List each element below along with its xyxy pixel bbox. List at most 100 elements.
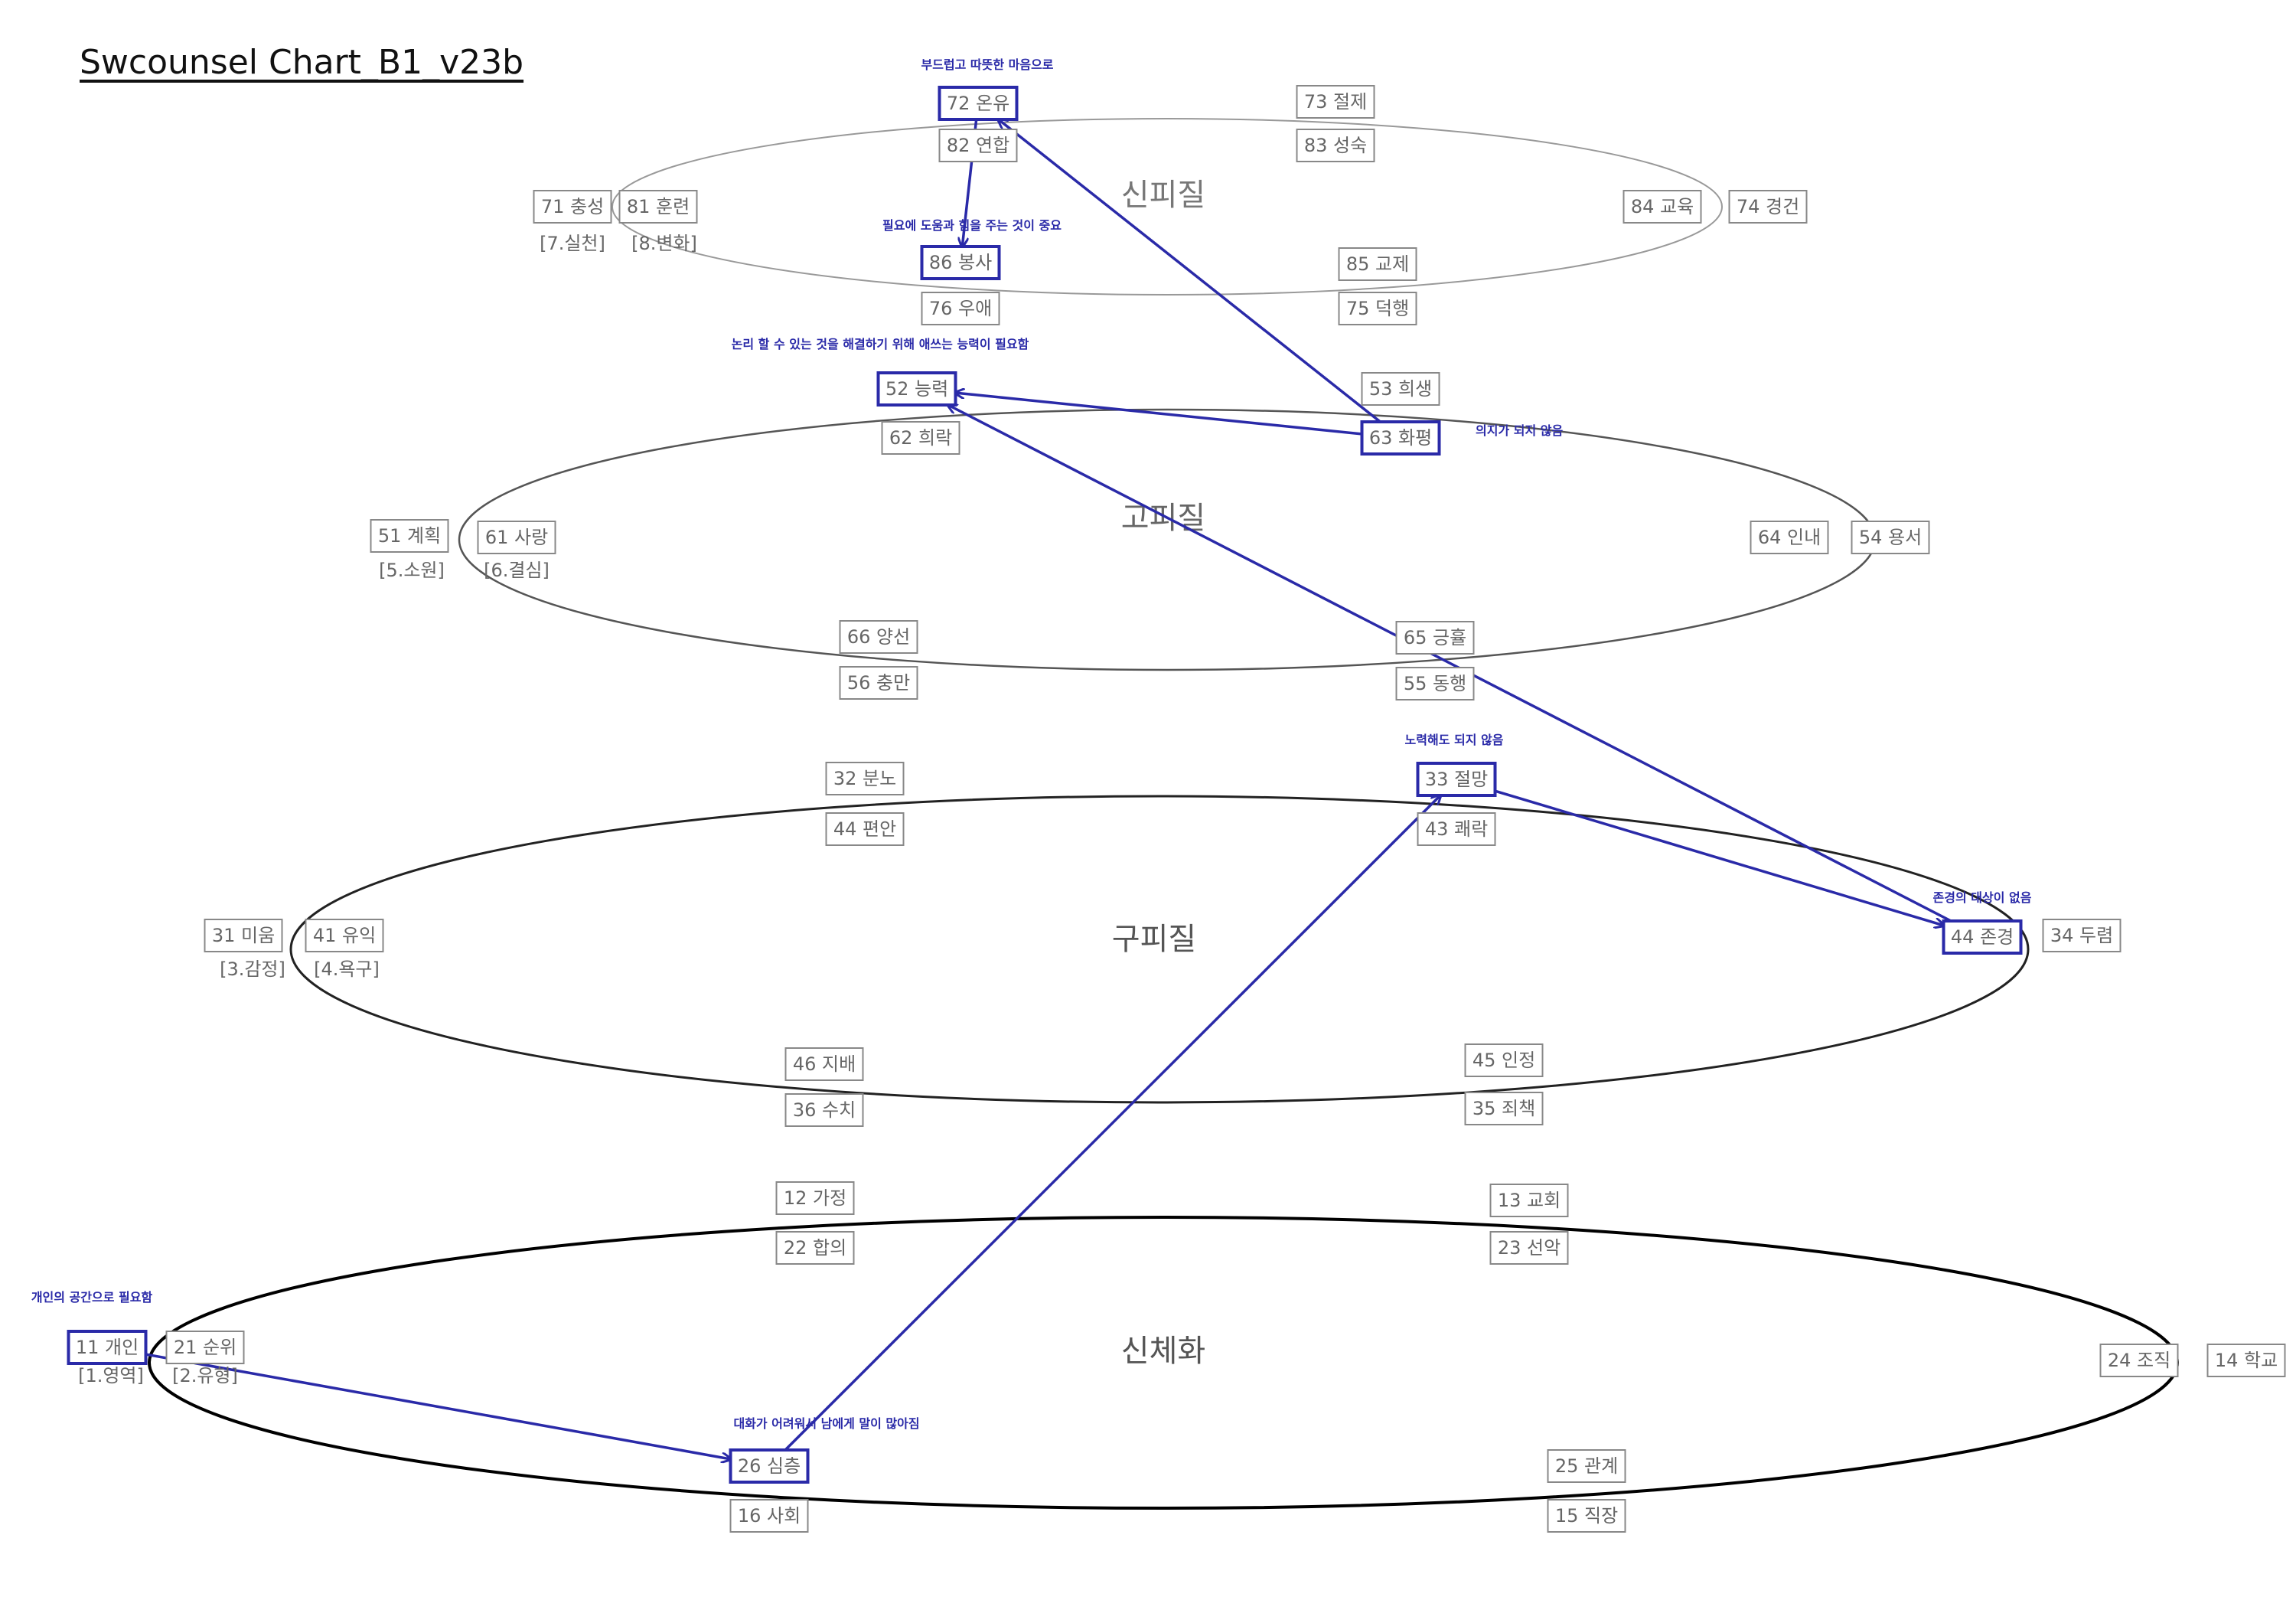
node-n66: 66 양선 — [839, 620, 918, 654]
arrow-n26-to-n33 — [784, 795, 1440, 1452]
node-label: 86 봉사 — [929, 252, 992, 273]
node-label: [3.감정] — [220, 958, 285, 980]
node-box — [1942, 919, 2023, 955]
node-label: 85 교제 — [1346, 253, 1409, 275]
node-label: 84 교육 — [1631, 196, 1694, 217]
node-label: 34 두렴 — [2050, 925, 2113, 946]
node-box — [204, 919, 283, 952]
node-box — [1750, 521, 1829, 554]
node-n73: 73 절제 — [1296, 85, 1375, 119]
node-label: 81 훈련 — [627, 196, 690, 217]
node-label: [8.변화] — [631, 233, 697, 254]
node-box — [477, 521, 556, 554]
node-n76: 76 우애 — [921, 292, 1000, 325]
node-box — [533, 190, 612, 224]
node-n14: 14 학교 — [2206, 1344, 2286, 1377]
node-label: 24 조직 — [2108, 1350, 2170, 1371]
node-box — [839, 620, 918, 654]
node-label: 22 합의 — [784, 1237, 846, 1259]
node-box — [1851, 521, 1930, 554]
node-label: 11 개인 — [76, 1337, 139, 1358]
node-label: 33 절망 — [1425, 769, 1488, 790]
node-box — [1464, 1043, 1544, 1077]
node-n51: 51 계획 — [370, 519, 449, 553]
node-box — [2206, 1344, 2286, 1377]
node-box — [1338, 292, 1417, 325]
node-n44p: 44 편안 — [825, 812, 905, 846]
node-box — [881, 421, 960, 455]
node-box — [1360, 420, 1441, 456]
node-n54: 54 용서 — [1851, 521, 1930, 554]
node-box — [784, 1047, 864, 1081]
node-label: 52 능력 — [885, 378, 948, 400]
node-box — [775, 1231, 855, 1265]
node-box — [1728, 190, 1808, 224]
node-label: [4.욕구] — [314, 958, 380, 980]
node-label: 51 계획 — [378, 525, 441, 547]
node-n35: 35 죄책 — [1464, 1092, 1544, 1125]
node-label: 16 사회 — [738, 1505, 801, 1527]
node-box — [729, 1499, 809, 1533]
node-box — [2042, 919, 2122, 952]
ring-gupijil — [289, 795, 2030, 1104]
node-label: 12 가정 — [784, 1187, 846, 1209]
node-box — [1489, 1231, 1569, 1265]
node-box — [1489, 1184, 1569, 1217]
node-annotation: 대화가 어려워서 남에게 말이 많아짐 — [733, 1416, 919, 1431]
node-label: 14 학교 — [2215, 1350, 2278, 1371]
node-label: 26 심층 — [738, 1455, 801, 1477]
node-label: 43 쾌락 — [1425, 818, 1488, 840]
arrow-n63-to-n52 — [956, 393, 1362, 436]
node-t6: [6.결심] — [484, 560, 550, 581]
node-n85: 85 교제 — [1338, 247, 1417, 281]
node-label: 53 희생 — [1369, 378, 1432, 400]
node-label: 76 우애 — [929, 298, 992, 319]
node-n46: 46 지배 — [784, 1047, 864, 1081]
node-label: 54 용서 — [1859, 527, 1922, 548]
node-label: 56 충만 — [847, 672, 910, 694]
node-box — [1464, 1092, 1544, 1125]
node-box — [921, 292, 1000, 325]
node-label: 83 성숙 — [1304, 135, 1367, 156]
node-box — [1395, 621, 1475, 655]
node-label: 45 인정 — [1473, 1050, 1535, 1071]
node-n12: 12 가정 — [775, 1181, 855, 1215]
node-label: 61 사랑 — [485, 527, 548, 548]
node-n25: 25 관계 — [1547, 1449, 1626, 1483]
node-n32: 32 분노 — [825, 762, 905, 795]
ring-gopijil — [458, 408, 1877, 671]
node-box — [1417, 812, 1496, 846]
node-n16: 16 사회 — [729, 1499, 809, 1533]
node-label: 75 덕행 — [1346, 298, 1409, 319]
node-n43: 43 쾌락 — [1417, 812, 1496, 846]
node-box — [920, 245, 1001, 280]
arrow-n33-to-n44 — [1494, 789, 1944, 926]
node-label: 25 관계 — [1555, 1455, 1618, 1477]
node-annotation: 존경의 대상이 없음 — [1933, 890, 2032, 905]
node-label: [6.결심] — [484, 560, 550, 581]
node-t5: [5.소원] — [379, 560, 445, 581]
ring-label-sinpijil: 신피질 — [1121, 178, 1205, 213]
node-label: 63 화평 — [1369, 427, 1432, 449]
node-label: 44 편안 — [833, 818, 896, 840]
node-n61: 61 사랑 — [477, 521, 556, 554]
node-box — [839, 666, 918, 700]
node-t4: [4.욕구] — [314, 958, 380, 980]
node-label: 65 긍휼 — [1404, 627, 1466, 648]
node-label: 15 직장 — [1555, 1505, 1618, 1527]
node-box — [1623, 190, 1702, 224]
node-n56: 56 충만 — [839, 666, 918, 700]
node-label: [7.실천] — [540, 233, 605, 254]
node-label: 36 수치 — [793, 1099, 856, 1121]
node-n64: 64 인내 — [1750, 521, 1829, 554]
node-n26: 26 심층 대화가 어려워서 남에게 말이 많아짐 — [729, 1416, 920, 1484]
node-n31: 31 미움 — [204, 919, 283, 952]
node-label: [1.영역] — [78, 1365, 144, 1386]
